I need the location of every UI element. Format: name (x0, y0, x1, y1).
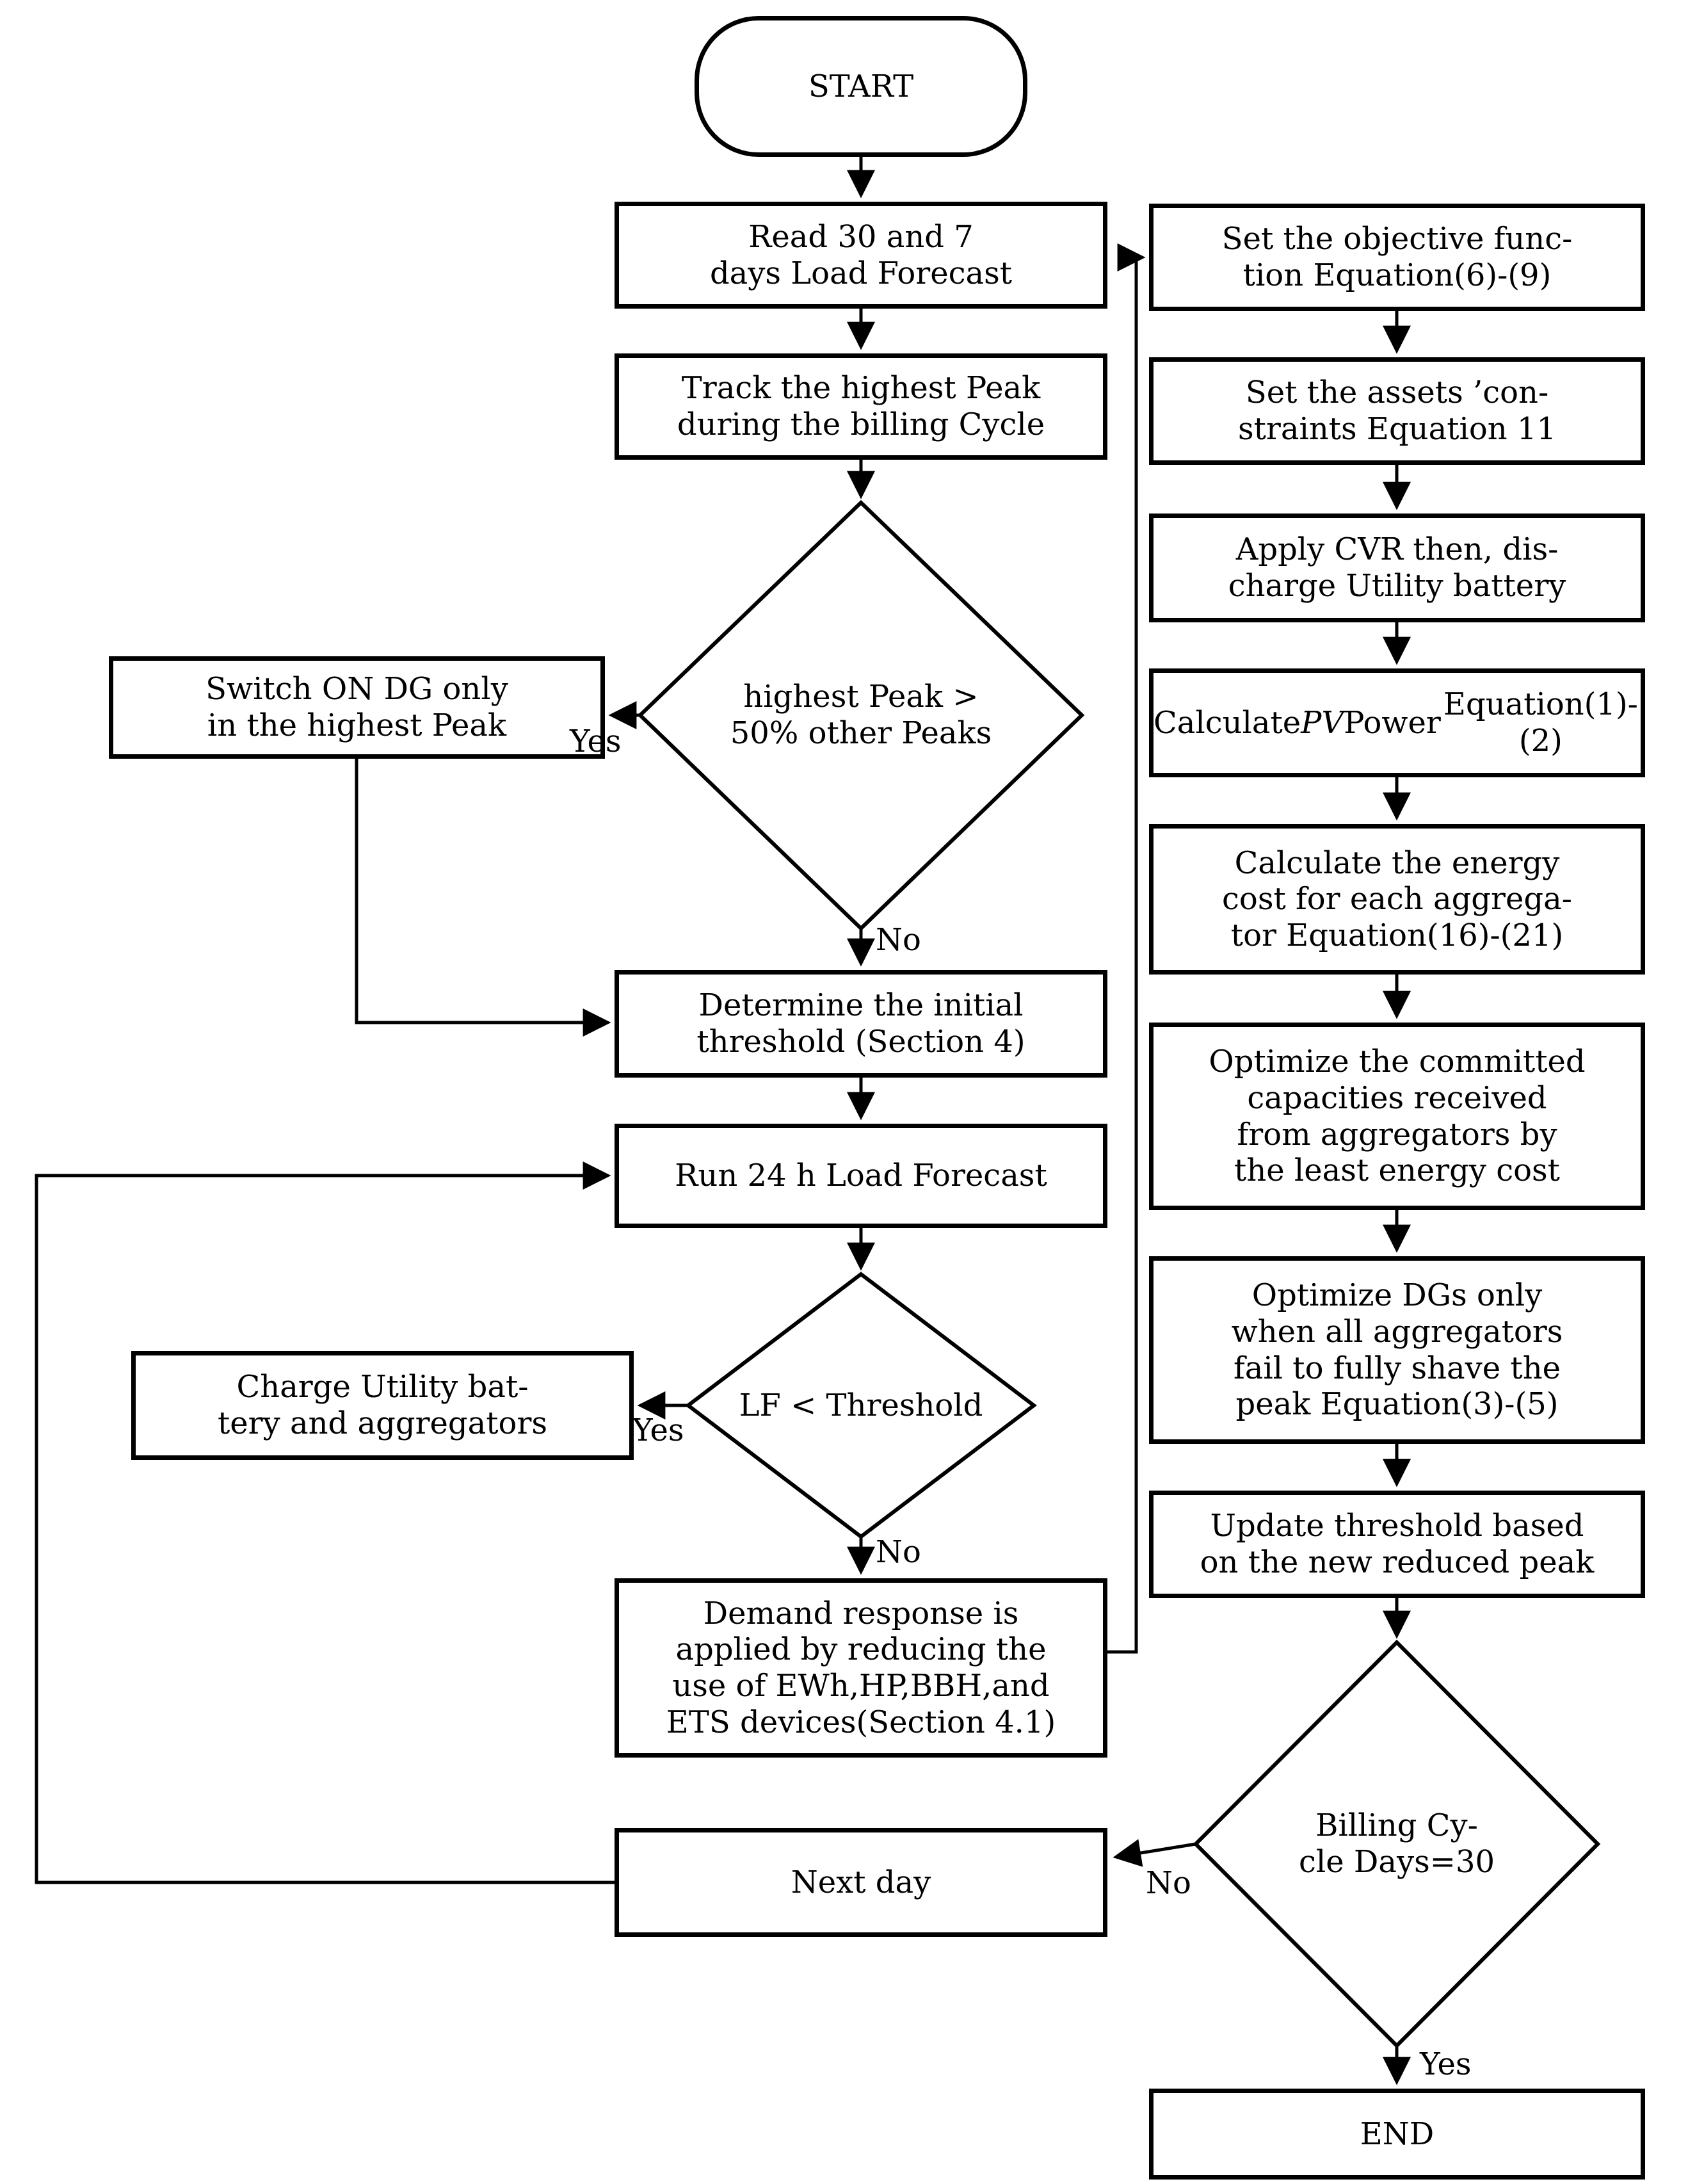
edge-demand-response-set-objective (1107, 243, 1146, 1654)
node-run-forecast: Run 24 h Load Forecast (615, 1124, 1107, 1228)
node-track-peak: Track the highest Peak during the billin… (615, 353, 1107, 460)
label-lf-decision: LF < Threshold (739, 1387, 983, 1423)
node-optimize-dgs: Optimize DGs only when all aggregators f… (1149, 1256, 1645, 1444)
edge-next-day-run-forecast-loop (35, 1161, 615, 1884)
label-billing-no: No (1146, 1865, 1191, 1901)
edge-switch-dg-determine (355, 759, 611, 1037)
label-lf-yes: Yes (632, 1412, 684, 1448)
node-update-threshold: Update threshold based on the new reduce… (1149, 1491, 1645, 1598)
node-end: END (1149, 2089, 1645, 2180)
node-determine-threshold: Determine the initial threshold (Section… (615, 970, 1107, 1078)
node-charge-battery: Charge Utility bat- tery and aggregators (131, 1351, 634, 1460)
node-start: START (695, 16, 1027, 157)
label-lf-no: No (876, 1534, 921, 1570)
node-read-forecast: Read 30 and 7 days Load Forecast (615, 202, 1107, 309)
calc-pv-italic-text: PV (1301, 704, 1344, 741)
label-peak-decision: highest Peak > 50% other Peaks (730, 679, 992, 751)
node-switch-dg: Switch ON DG only in the highest Peak (109, 656, 605, 759)
node-next-day: Next day (615, 1828, 1107, 1937)
calc-pv-text: Calculate (1153, 704, 1301, 741)
calc-pv-text: Equation(1)-(2) (1443, 686, 1638, 759)
edge-billing-no-next-day (1113, 1839, 1196, 1867)
label-billing-yes: Yes (1420, 2046, 1472, 2082)
label-billing-decision: Billing Cy- cle Days=30 (1298, 1808, 1495, 1880)
calc-pv-text: Power (1344, 704, 1441, 741)
node-set-constraints: Set the assets ’con- straints Equation 1… (1149, 357, 1645, 465)
node-demand-response: Demand response is applied by reducing t… (615, 1578, 1107, 1758)
label-peak-no: No (876, 922, 921, 958)
node-set-objective: Set the objective func- tion Equation(6)… (1149, 204, 1645, 311)
node-optimize-committed: Optimize the committed capacities receiv… (1149, 1023, 1645, 1210)
label-peak-yes: Yes (570, 724, 622, 759)
node-apply-cvr: Apply CVR then, dis- charge Utility batt… (1149, 514, 1645, 622)
node-calc-energy-cost: Calculate the energy cost for each aggre… (1149, 824, 1645, 975)
